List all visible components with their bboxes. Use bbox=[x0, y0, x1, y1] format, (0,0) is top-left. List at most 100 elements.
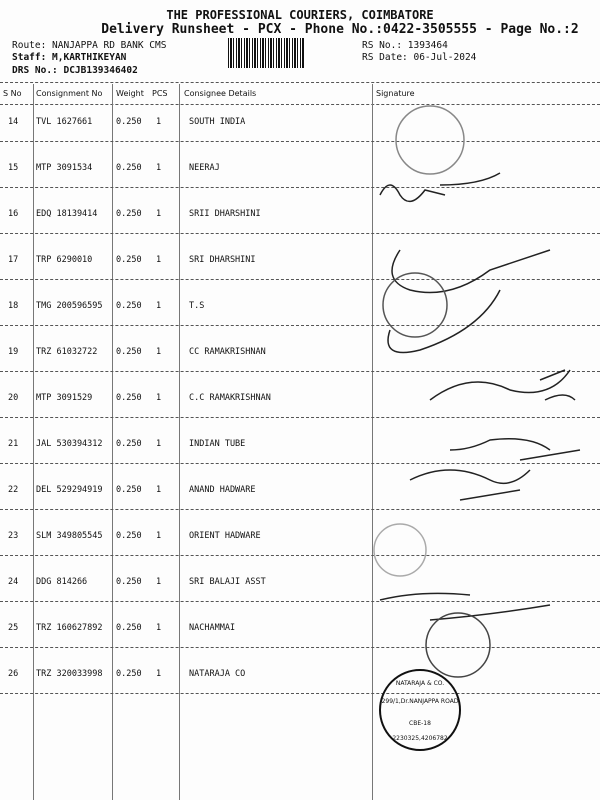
rs-number: RS No.: 1393464 bbox=[362, 40, 448, 51]
consignee-details: T.S bbox=[189, 301, 205, 311]
staff: Staff: M,KARTHIKEYAN bbox=[12, 52, 127, 63]
row-sno: 17 bbox=[8, 255, 19, 265]
table-row: 16 EDQ 18139414 0.250 1 SRII DHARSHINI bbox=[0, 203, 600, 249]
row-divider bbox=[0, 647, 600, 648]
weight: 0.250 bbox=[116, 255, 142, 265]
column-line bbox=[372, 84, 373, 800]
consignee-details: NATARAJA CO bbox=[189, 669, 246, 679]
row-divider bbox=[0, 601, 600, 602]
consignment-number: EDQ 18139414 bbox=[36, 209, 98, 219]
row-sno: 26 bbox=[8, 669, 19, 679]
company-title: THE PROFESSIONAL COURIERS, COIMBATORE bbox=[166, 8, 434, 22]
weight: 0.250 bbox=[116, 209, 142, 219]
col-pcs: PCS bbox=[152, 89, 168, 98]
col-weight: Weight bbox=[116, 89, 144, 98]
col-consignment: Consignment No bbox=[36, 89, 103, 98]
route: Route: NANJAPPA RD BANK CMS bbox=[12, 40, 167, 51]
pieces: 1 bbox=[156, 669, 162, 679]
pieces: 1 bbox=[156, 485, 162, 495]
divider bbox=[0, 82, 600, 83]
consignment-number: SLM 349805545 bbox=[36, 531, 103, 541]
row-divider bbox=[0, 279, 600, 280]
weight: 0.250 bbox=[116, 301, 142, 311]
weight: 0.250 bbox=[116, 439, 142, 449]
weight: 0.250 bbox=[116, 485, 142, 495]
pieces: 1 bbox=[156, 163, 162, 173]
col-signature: Signature bbox=[376, 89, 415, 98]
pieces: 1 bbox=[156, 255, 162, 265]
row-sno: 22 bbox=[8, 485, 19, 495]
consignee-details: INDIAN TUBE bbox=[189, 439, 246, 449]
consignment-number: TRZ 160627892 bbox=[36, 623, 103, 633]
pieces: 1 bbox=[156, 209, 162, 219]
consignment-number: DDG 814266 bbox=[36, 577, 88, 587]
consignment-number: MTP 3091534 bbox=[36, 163, 93, 173]
row-sno: 14 bbox=[8, 117, 19, 127]
consignee-details: SRII DHARSHINI bbox=[189, 209, 261, 219]
weight: 0.250 bbox=[116, 669, 142, 679]
pieces: 1 bbox=[156, 301, 162, 311]
row-sno: 25 bbox=[8, 623, 19, 633]
consignment-number: TVL 1627661 bbox=[36, 117, 93, 127]
consignment-number: MTP 3091529 bbox=[36, 393, 93, 403]
pieces: 1 bbox=[156, 531, 162, 541]
row-divider bbox=[0, 555, 600, 556]
table-row: 26 TRZ 320033998 0.250 1 NATARAJA CO bbox=[0, 663, 600, 709]
row-divider bbox=[0, 463, 600, 464]
consignee-details: SOUTH INDIA bbox=[189, 117, 246, 127]
consignment-number: TMG 200596595 bbox=[36, 301, 103, 311]
table-row: 21 JAL 530394312 0.250 1 INDIAN TUBE bbox=[0, 433, 600, 479]
column-line bbox=[179, 84, 180, 800]
consignee-details: CC RAMAKRISHNAN bbox=[189, 347, 266, 357]
consignee-details: NEERAJ bbox=[189, 163, 220, 173]
consignment-number: TRZ 61032722 bbox=[36, 347, 98, 357]
consignee-details: SRI DHARSHINI bbox=[189, 255, 256, 265]
row-divider bbox=[0, 417, 600, 418]
row-sno: 20 bbox=[8, 393, 19, 403]
table-row: 18 TMG 200596595 0.250 1 T.S bbox=[0, 295, 600, 341]
row-sno: 15 bbox=[8, 163, 19, 173]
weight: 0.250 bbox=[116, 347, 142, 357]
row-sno: 19 bbox=[8, 347, 19, 357]
barcode bbox=[228, 38, 304, 68]
consignee-details: NACHAMMAI bbox=[189, 623, 236, 633]
pieces: 1 bbox=[156, 117, 162, 127]
row-sno: 16 bbox=[8, 209, 19, 219]
table-row: 14 TVL 1627661 0.250 1 SOUTH INDIA bbox=[0, 111, 600, 157]
row-sno: 18 bbox=[8, 301, 19, 311]
table-row: 25 TRZ 160627892 0.250 1 NACHAMMAI bbox=[0, 617, 600, 663]
rs-date: RS Date: 06-Jul-2024 bbox=[362, 52, 477, 63]
consignment-number: TRZ 320033998 bbox=[36, 669, 103, 679]
row-divider bbox=[0, 509, 600, 510]
row-divider bbox=[0, 371, 600, 372]
column-line bbox=[33, 84, 34, 800]
column-line bbox=[112, 84, 113, 800]
row-divider bbox=[0, 187, 600, 188]
divider bbox=[0, 104, 600, 105]
weight: 0.250 bbox=[116, 393, 142, 403]
consignee-details: ANAND HADWARE bbox=[189, 485, 256, 495]
pieces: 1 bbox=[156, 439, 162, 449]
weight: 0.250 bbox=[116, 117, 142, 127]
pieces: 1 bbox=[156, 577, 162, 587]
col-consignee: Consignee Details bbox=[184, 89, 257, 98]
weight: 0.250 bbox=[116, 623, 142, 633]
row-divider bbox=[0, 233, 600, 234]
pieces: 1 bbox=[156, 623, 162, 633]
drs-number: DRS No.: DCJB139346402 bbox=[12, 65, 138, 76]
row-sno: 21 bbox=[8, 439, 19, 449]
weight: 0.250 bbox=[116, 531, 142, 541]
row-sno: 24 bbox=[8, 577, 19, 587]
consignment-number: JAL 530394312 bbox=[36, 439, 103, 449]
pieces: 1 bbox=[156, 393, 162, 403]
runsheet-subtitle: Delivery Runsheet - PCX - Phone No.:0422… bbox=[101, 22, 579, 37]
consignee-details: SRI BALAJI ASST bbox=[189, 577, 266, 587]
